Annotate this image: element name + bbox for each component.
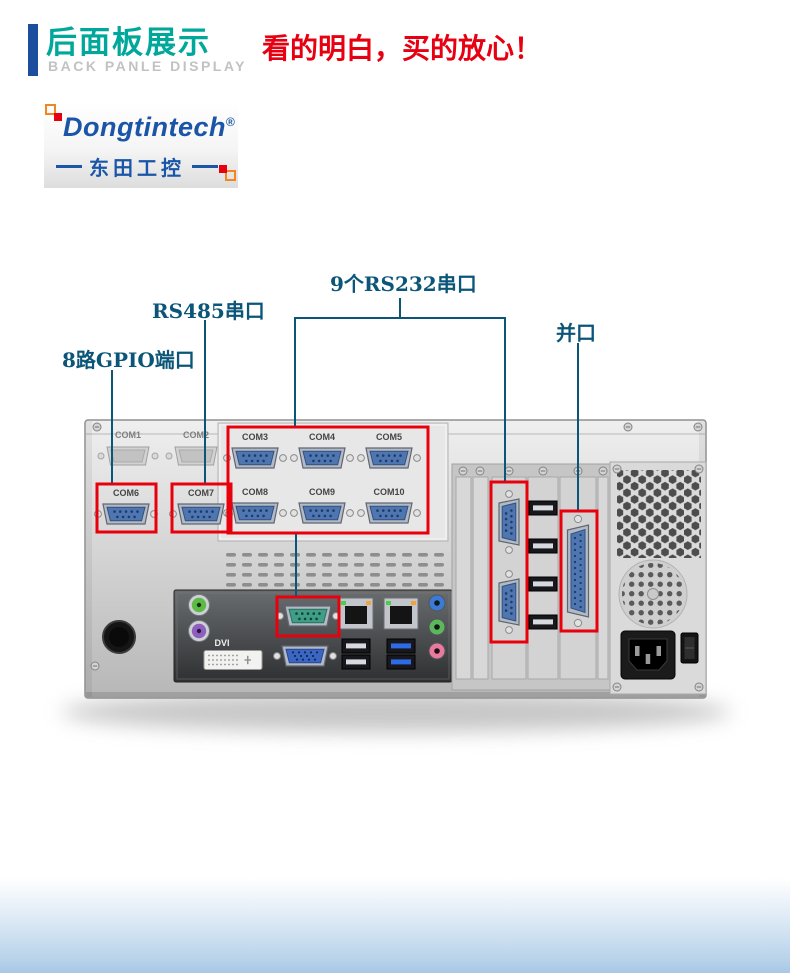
screw-icon bbox=[458, 466, 468, 476]
psu-hex-vent bbox=[617, 470, 701, 558]
com7-label: COM7 bbox=[188, 488, 214, 498]
brand-cn-name: 东田工控 bbox=[89, 158, 185, 180]
screw-icon bbox=[598, 466, 608, 476]
highlight-expansion-com bbox=[489, 480, 529, 644]
annotation-rs232-label: 9个RS232串口 bbox=[330, 272, 477, 296]
logo-decor-red-square-2 bbox=[219, 165, 227, 173]
ethernet-port-1 bbox=[338, 597, 374, 630]
screw-icon bbox=[623, 422, 633, 432]
annotation-gpio-label: 8路GPIO端口 bbox=[62, 348, 195, 372]
ps2-keyboard-port bbox=[188, 620, 210, 642]
ac-power-inlet bbox=[620, 630, 676, 680]
com5-label: COM5 bbox=[376, 432, 402, 442]
expansion-slot-area bbox=[451, 463, 611, 691]
power-rocker-switch bbox=[680, 632, 699, 664]
page-subtitle: BACK PANLE DISPLAY bbox=[48, 58, 248, 74]
power-reset-button bbox=[102, 620, 136, 654]
com4-label: COM4 bbox=[309, 432, 335, 442]
expansion-usb-port bbox=[528, 500, 558, 516]
annotation-lines bbox=[111, 298, 579, 596]
brand-text: Dongtintech bbox=[63, 112, 226, 142]
highlight-serial-green bbox=[275, 595, 341, 638]
header-slogan: 看的明白，买的放心！ bbox=[262, 33, 543, 64]
parallel-port-connector bbox=[566, 514, 590, 628]
screw-icon bbox=[538, 466, 548, 476]
usb3-port bbox=[386, 638, 416, 654]
chassis-shadow bbox=[61, 692, 731, 732]
logo-decor-orange-square-2 bbox=[225, 170, 236, 181]
annotation-rs485-label: RS485串口 bbox=[152, 299, 265, 323]
dvi-label: DVI bbox=[214, 638, 229, 648]
com8-label: COM8 bbox=[242, 487, 268, 497]
dash-right bbox=[192, 165, 218, 168]
brand-logo: Dongtintech® 东田工控 bbox=[44, 102, 238, 188]
ethernet-port-2 bbox=[383, 597, 419, 630]
registered-mark: ® bbox=[225, 115, 236, 129]
com10-label: COM10 bbox=[373, 487, 404, 497]
screw-icon bbox=[693, 422, 703, 432]
com2-port: COM2 bbox=[165, 430, 227, 466]
com6-label: COM6 bbox=[113, 488, 139, 498]
usb3-port bbox=[386, 654, 416, 670]
logo-decor-orange-square bbox=[45, 104, 56, 115]
screw-icon bbox=[612, 464, 622, 474]
screw-icon bbox=[90, 661, 100, 671]
expansion-usb-port bbox=[528, 576, 558, 592]
com1-port: COM1 bbox=[97, 430, 159, 466]
audio-lineout-jack bbox=[428, 618, 446, 636]
psu-area bbox=[609, 461, 707, 695]
dash-left bbox=[56, 165, 82, 168]
expansion-usb-port bbox=[528, 614, 558, 630]
header-accent-bar bbox=[28, 24, 38, 76]
screw-icon bbox=[694, 464, 704, 474]
highlight-parallel bbox=[559, 509, 599, 633]
highlight-boxes bbox=[95, 425, 599, 644]
com9-label: COM9 bbox=[309, 487, 335, 497]
com2-label: COM2 bbox=[183, 430, 209, 440]
screw-icon bbox=[475, 466, 485, 476]
bottom-gradient-band bbox=[0, 878, 790, 973]
usb2-port bbox=[341, 654, 371, 670]
screw-icon bbox=[92, 422, 102, 432]
dvi-port bbox=[203, 650, 263, 670]
highlight-com7 bbox=[170, 482, 233, 534]
com1-label: COM1 bbox=[115, 430, 141, 440]
com3-label: COM3 bbox=[242, 432, 268, 442]
brand-cn-line: 东田工控 bbox=[56, 152, 218, 181]
screw-icon bbox=[694, 682, 704, 692]
vent-slots bbox=[222, 550, 448, 588]
annotation-parallel-label: 并口 bbox=[556, 321, 596, 345]
brand-name: Dongtintech® bbox=[63, 112, 235, 143]
ps2-mouse-port bbox=[188, 594, 210, 616]
highlight-com-block bbox=[226, 425, 430, 535]
page-title: 后面板展示 bbox=[46, 25, 211, 60]
audio-linein-jack bbox=[428, 594, 446, 612]
expansion-usb-port bbox=[528, 538, 558, 554]
logo-decor-red-square bbox=[54, 113, 62, 121]
highlight-com6 bbox=[95, 482, 158, 534]
usb2-port bbox=[341, 638, 371, 654]
audio-mic-jack bbox=[428, 642, 446, 660]
screw-icon bbox=[612, 682, 622, 692]
screw-icon bbox=[504, 466, 514, 476]
